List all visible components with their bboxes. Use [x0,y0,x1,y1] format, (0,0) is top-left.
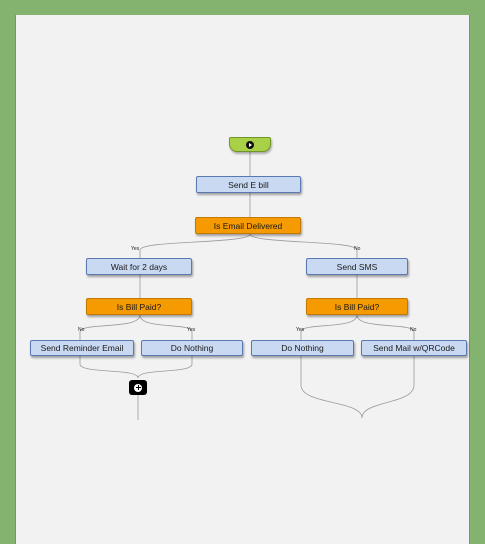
plus-icon [134,383,142,392]
is-email-delivered-node[interactable]: Is Email Delivered [195,217,301,234]
is-bill-paid-right-node[interactable]: Is Bill Paid? [306,298,408,315]
yes-branch-label: Yes [296,327,305,333]
do-nothing-left-node[interactable]: Do Nothing [141,340,243,356]
yes-branch-label: Yes [131,246,140,252]
no-branch-label: No [410,327,417,333]
no-branch-label: No [354,246,361,252]
send-reminder-email-node[interactable]: Send Reminder Email [30,340,134,356]
do-nothing-right-node[interactable]: Do Nothing [251,340,354,356]
start-node[interactable] [229,137,271,152]
send-sms-node[interactable]: Send SMS [306,258,408,275]
yes-branch-label: Yes [187,327,196,333]
is-bill-paid-left-node[interactable]: Is Bill Paid? [86,298,192,315]
workflow-canvas [15,15,470,544]
wait-2-days-node[interactable]: Wait for 2 days [86,258,192,275]
no-branch-label: No [78,327,85,333]
add-step-button[interactable] [129,380,147,395]
play-icon [246,140,254,149]
send-mail-qrcode-node[interactable]: Send Mail w/QRCode [361,340,467,356]
send-ebill-node[interactable]: Send E bill [196,176,301,193]
